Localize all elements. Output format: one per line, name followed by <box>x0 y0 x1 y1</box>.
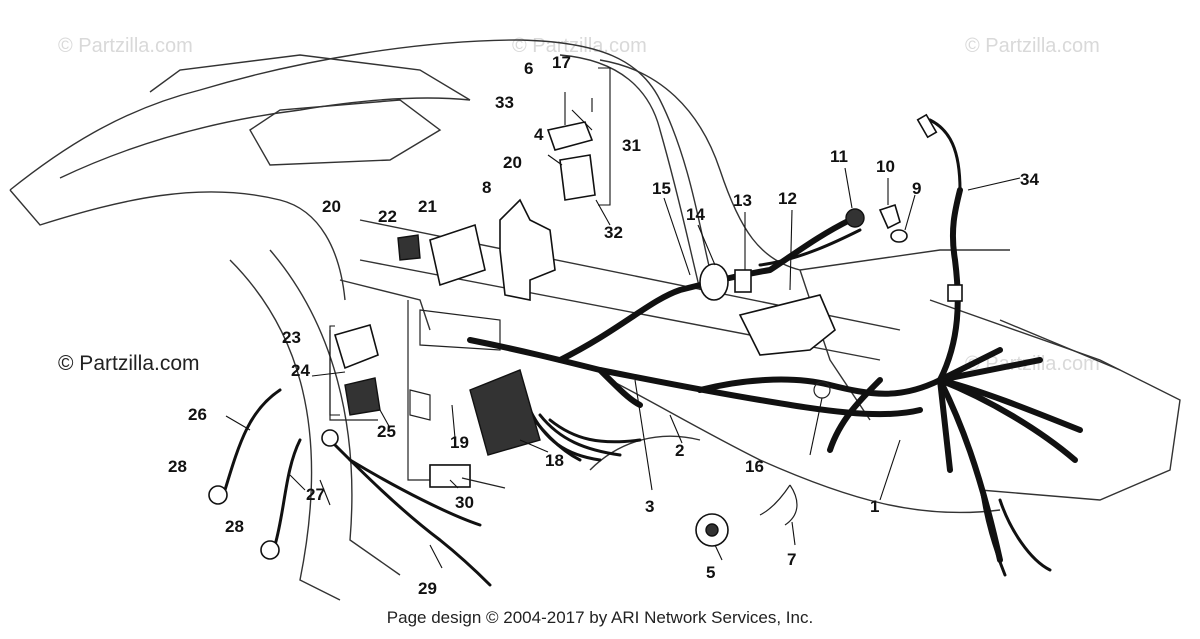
callout-leaders <box>225 67 1021 569</box>
callout-2: 2 <box>675 441 684 460</box>
callout-6: 6 <box>524 59 533 78</box>
callout-22: 22 <box>378 207 397 226</box>
relay-23-part <box>333 324 379 370</box>
callout-18: 18 <box>545 451 564 470</box>
relay-25-part <box>344 377 381 416</box>
callout-11: 11 <box>830 147 848 166</box>
connector-22-part <box>397 234 421 261</box>
relay-cover-part <box>546 121 594 151</box>
cdi-module-part <box>429 223 486 287</box>
callout-1: 1 <box>870 497 879 516</box>
watermark-top-right: © Partzilla.com <box>965 35 1100 57</box>
callout-16: 16 <box>745 457 764 476</box>
connector-34-part <box>947 284 963 302</box>
main-harness <box>467 118 1083 577</box>
callout-15: 15 <box>652 179 671 198</box>
bracket-part <box>499 198 556 301</box>
callout-31: 31 <box>622 136 641 155</box>
callout-12: 12 <box>778 189 797 208</box>
callout-9: 9 <box>912 179 921 198</box>
connector-bundle <box>518 398 642 462</box>
callout-21: 21 <box>418 197 437 216</box>
page-footer: Page design © 2004-2017 by ARI Network S… <box>386 608 814 627</box>
watermark-top-left: © Partzilla.com <box>58 35 193 57</box>
callout-25: 25 <box>377 422 396 441</box>
rear-fender-outline <box>9 39 1181 601</box>
callout-14: 14 <box>686 205 705 224</box>
watermark-mid-left: © Partzilla.com <box>58 352 200 375</box>
relay-part <box>559 154 596 201</box>
coil-part <box>699 263 729 301</box>
regulator-part <box>469 369 541 456</box>
callout-32: 32 <box>604 223 623 242</box>
callout-23: 23 <box>282 328 301 347</box>
callout-29: 29 <box>418 579 437 598</box>
callout-24: 24 <box>291 361 310 380</box>
bracket-12-part <box>738 294 836 356</box>
part-9 <box>890 229 908 243</box>
callout-20-left: 20 <box>322 197 341 216</box>
callout-28-upper: 28 <box>168 457 187 476</box>
callout-27: 27 <box>306 485 325 504</box>
parts <box>208 98 963 587</box>
part-10 <box>878 203 901 230</box>
callout-20-upper: 20 <box>503 153 522 172</box>
callout-8: 8 <box>482 178 491 197</box>
callout-17: 17 <box>552 53 571 72</box>
callout-7: 7 <box>787 550 796 569</box>
grommet-part <box>845 208 865 228</box>
callout-33: 33 <box>495 93 514 112</box>
callout-3: 3 <box>645 497 654 516</box>
callout-19: 19 <box>450 433 469 452</box>
callout-4: 4 <box>534 125 544 144</box>
callout-5: 5 <box>706 563 715 582</box>
part-13 <box>734 269 752 293</box>
callout-26: 26 <box>188 405 207 424</box>
callout-28-lower: 28 <box>225 517 244 536</box>
plug-34-part <box>916 113 938 139</box>
callout-34: 34 <box>1020 170 1039 189</box>
callout-numbers: 1 2 3 4 5 6 7 8 9 10 11 12 13 14 15 16 1… <box>168 53 1039 598</box>
callout-13: 13 <box>733 191 752 210</box>
callout-10: 10 <box>876 157 895 176</box>
callout-30: 30 <box>455 493 474 512</box>
